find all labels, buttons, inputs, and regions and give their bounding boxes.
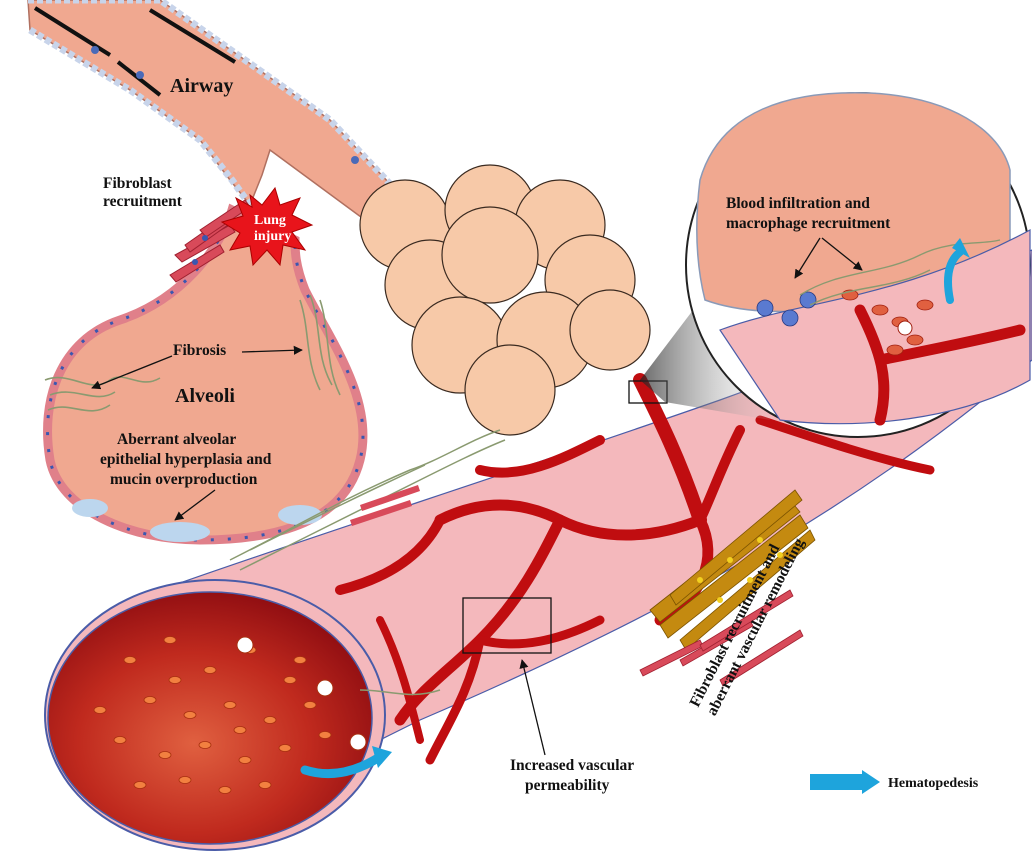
blood-infiltration-label-1: Blood infiltration and <box>726 195 870 212</box>
legend-hematopedesis-label: Hematopedesis <box>888 776 979 791</box>
fibroblast-recruitment-label-1: Fibroblast <box>103 175 172 192</box>
permeability-label-2: permeability <box>525 777 610 794</box>
legend-arrow-shaft <box>810 774 862 790</box>
legend-arrow-head <box>862 770 880 794</box>
aberrant-alveolar-label-2: epithelial hyperplasia and <box>100 451 272 468</box>
lung-injury-label-2: injury <box>254 229 291 244</box>
airway-structure <box>28 0 405 220</box>
permeability-arrow <box>522 660 545 755</box>
lung-injury-label-1: Lung <box>254 213 286 228</box>
permeability-label-1: Increased vascular <box>510 757 634 774</box>
fibrosis-label: Fibrosis <box>173 342 226 359</box>
fibroblast-recruitment-label-2: recruitment <box>103 193 183 210</box>
aberrant-alveolar-label-3: mucin overproduction <box>110 471 258 488</box>
aberrant-alveolar-label-1: Aberrant alveolar <box>117 431 236 448</box>
blood-infiltration-label-2: macrophage recruitment <box>726 215 891 232</box>
alveoli-cluster <box>360 165 650 435</box>
airway-label: Airway <box>170 75 233 97</box>
legend: Hematopedesis <box>810 770 979 794</box>
alveoli-label: Alveoli <box>175 385 235 407</box>
zoom-inset <box>686 93 1030 437</box>
